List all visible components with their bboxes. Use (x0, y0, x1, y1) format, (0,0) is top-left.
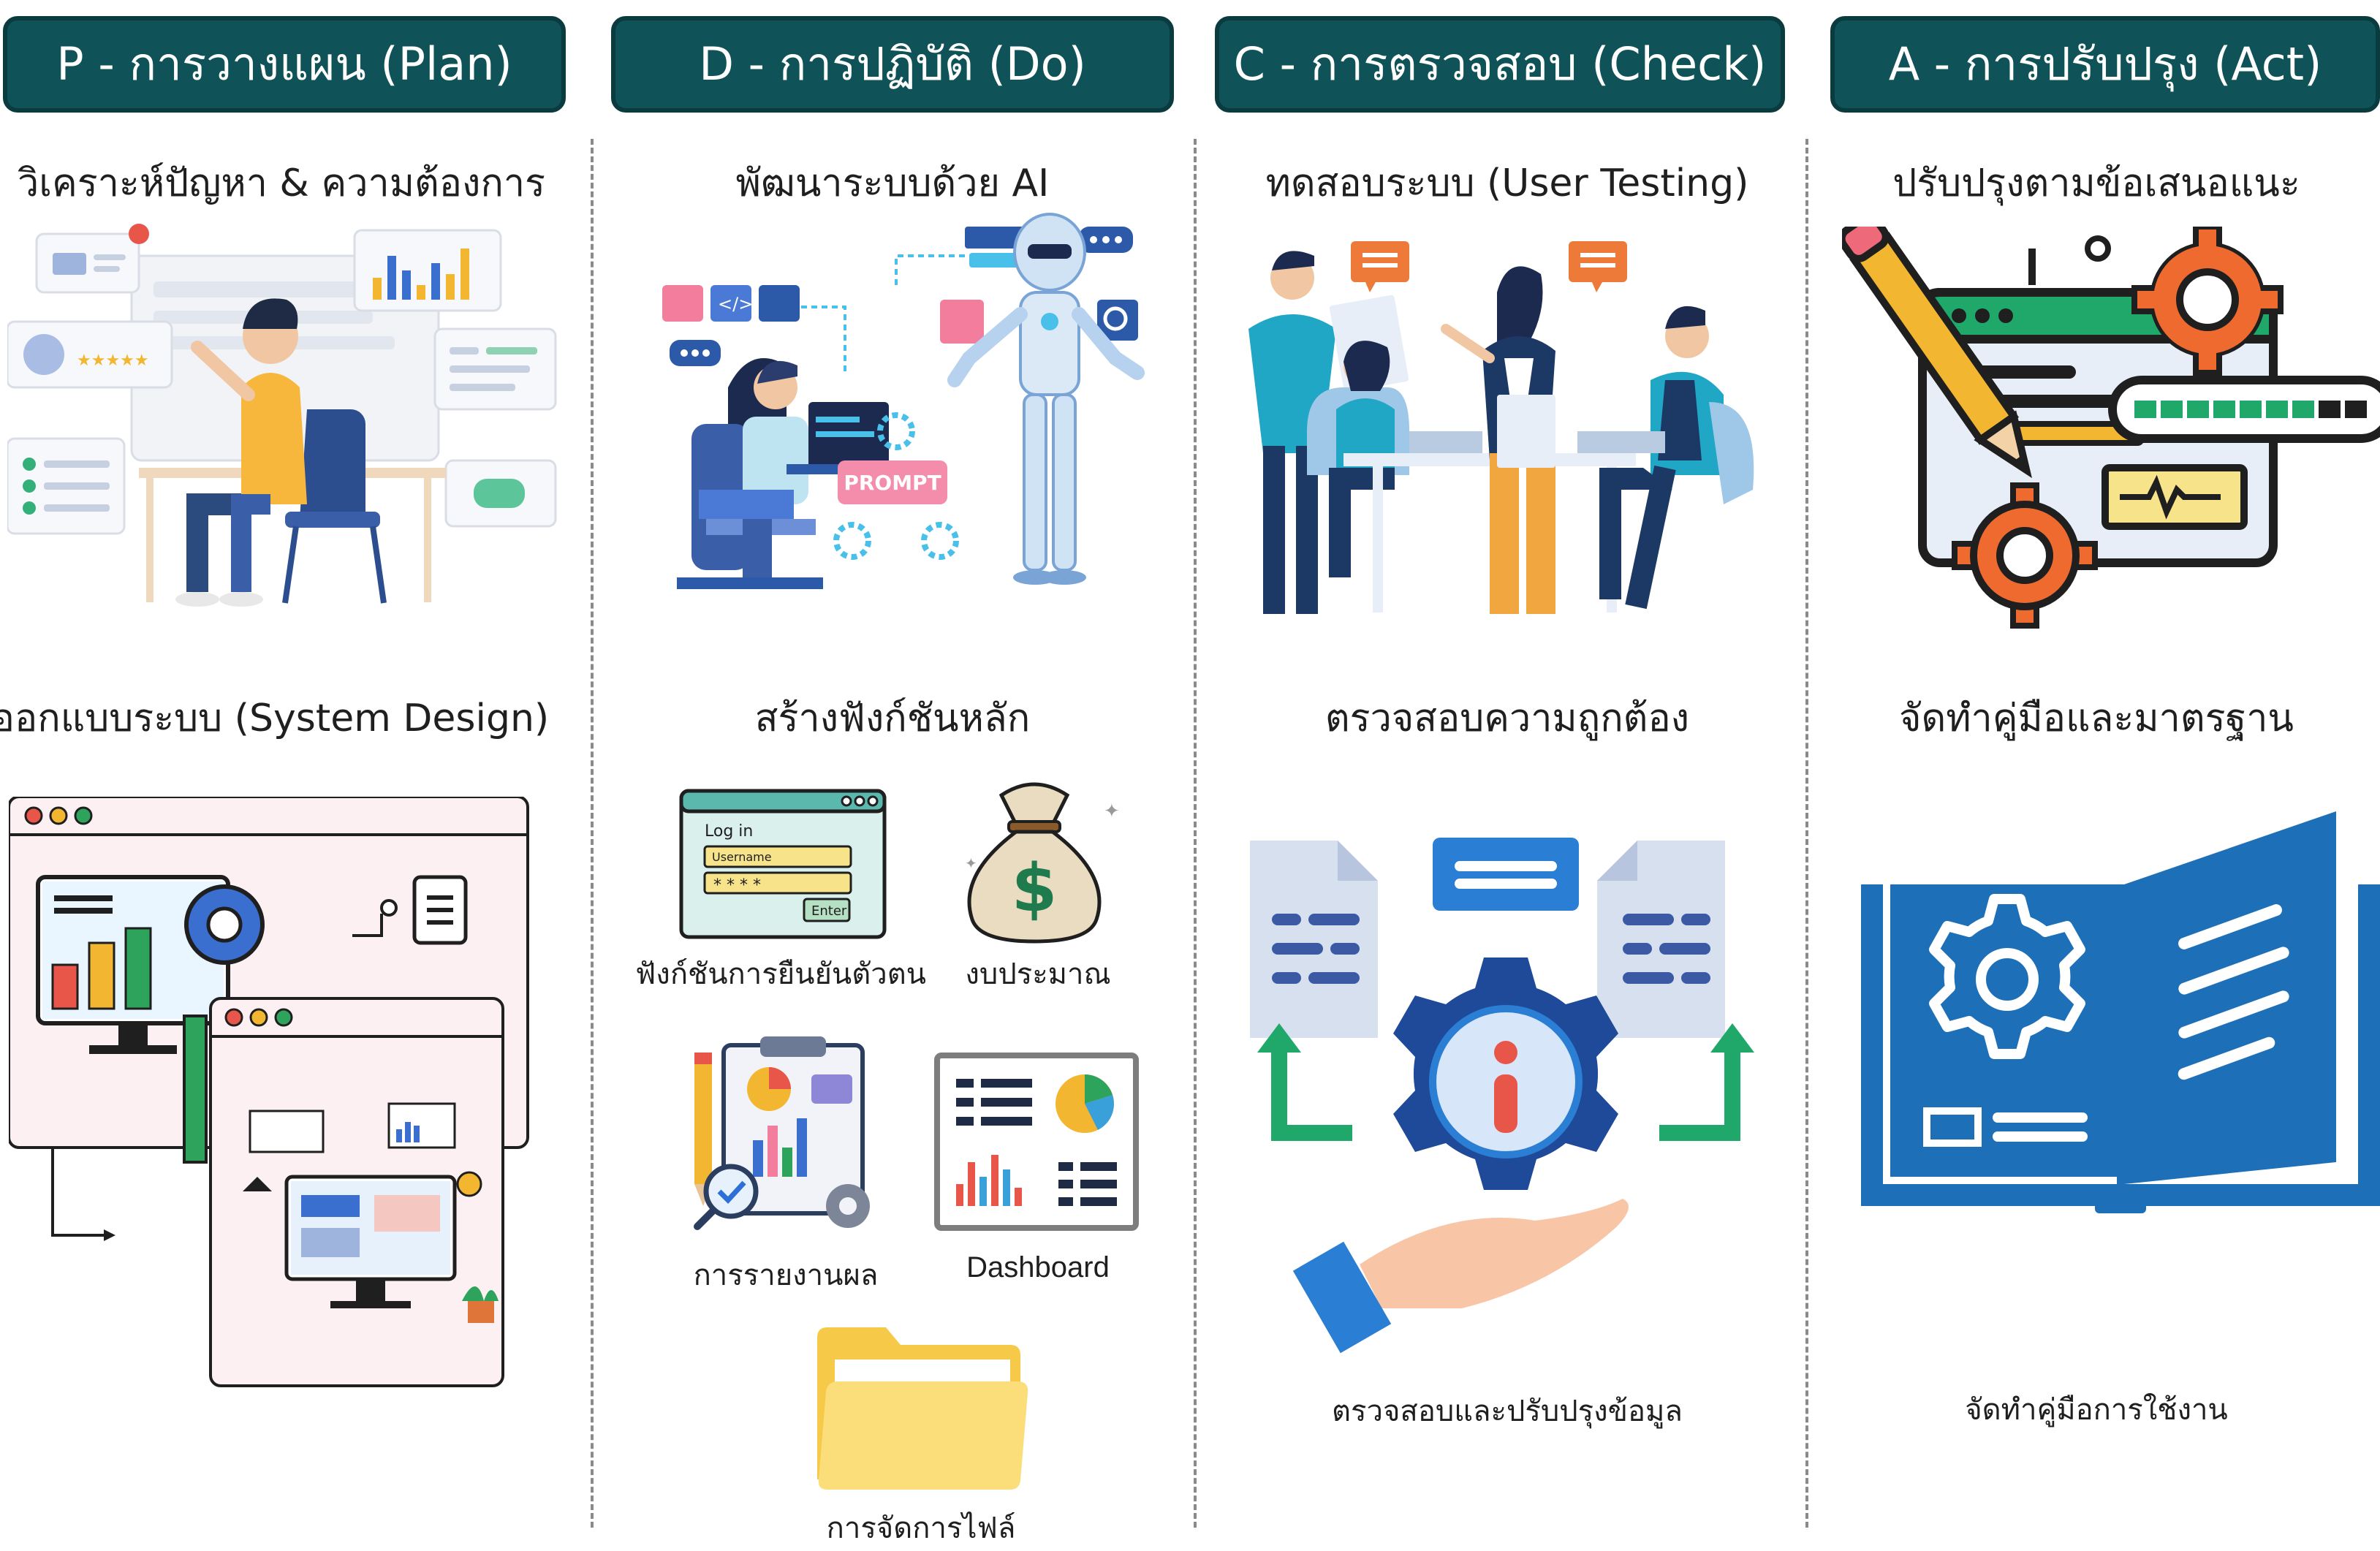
money-bag-icon: $ ✦ ✦ (950, 773, 1118, 949)
prompt-label: PROMPT (844, 471, 941, 495)
function-label-dashboard: Dashboard (966, 1251, 1110, 1283)
function-label-report: การรายงานผล (693, 1259, 879, 1292)
column-divider (1805, 139, 1808, 1528)
function-label-files: การจัดการไฟล์ (826, 1512, 1016, 1545)
function-label-auth: ฟังก์ชันการยืนยันตัวตน (634, 957, 927, 991)
report-icon (687, 1031, 884, 1243)
svg-text:✦: ✦ (1104, 800, 1118, 822)
svg-text:* * * *: * * * * (713, 876, 761, 895)
svg-text:</>: </> (718, 294, 753, 314)
check-heading-testing: ทดสอบระบบ (User Testing) (1265, 162, 1749, 205)
act-caption-usermanual: จัดทำคู่มือการใช้งาน (1965, 1393, 2228, 1427)
folder-icon (813, 1323, 1032, 1491)
verification-gear-illustration (1243, 833, 1769, 1360)
do-heading-functions: สร้างฟังก์ชันหลัก (754, 697, 1031, 740)
dashboard-icon (934, 1053, 1139, 1231)
phase-header-check: C - การตรวจสอบ (Check) (1215, 16, 1785, 113)
svg-text:Enter: Enter (811, 903, 847, 919)
act-heading-manual: จัดทำคู่มือและมาตรฐาน (1899, 697, 2294, 740)
plan-heading-analysis: วิเคราะห์ปัญหา & ความต้องการ (18, 162, 545, 205)
svg-text:$: $ (1012, 850, 1058, 927)
act-heading-feedback: ปรับปรุงตามข้อเสนอแนะ (1892, 162, 2300, 205)
user-testing-illustration (1227, 234, 1782, 629)
function-label-budget: งบประมาณ (965, 957, 1111, 991)
svg-text:Username: Username (712, 850, 772, 864)
phase-header-act: A - การปรับปรุง (Act) (1830, 16, 2380, 113)
login-card-icon: Log in Username * * * * Enter (678, 788, 890, 941)
phase-header-plan: P - การวางแผน (Plan) (3, 16, 566, 113)
ai-development-illustration: </> PROMPT (655, 212, 1167, 607)
column-divider (1194, 139, 1197, 1528)
svg-text:Log in: Log in (705, 822, 753, 841)
analysis-illustration: ★★★★★ (7, 219, 563, 614)
check-caption-data: ตรวจสอบและปรับปรุงข้อมูล (1332, 1395, 1683, 1428)
do-heading-ai: พัฒนาระบบด้วย AI (735, 162, 1050, 205)
plan-heading-design: ออกแบบระบบ (System Design) (0, 697, 550, 740)
svg-text:★★★★★: ★★★★★ (77, 352, 149, 370)
column-divider (591, 139, 594, 1528)
manual-book-illustration (1861, 797, 2380, 1235)
phase-header-do: D - การปฏิบัติ (Do) (611, 16, 1174, 113)
system-design-illustration (9, 797, 535, 1389)
check-heading-accuracy: ตรวจสอบความถูกต้อง (1324, 697, 1690, 740)
improvement-illustration (1842, 227, 2380, 636)
svg-text:✦: ✦ (965, 854, 977, 872)
